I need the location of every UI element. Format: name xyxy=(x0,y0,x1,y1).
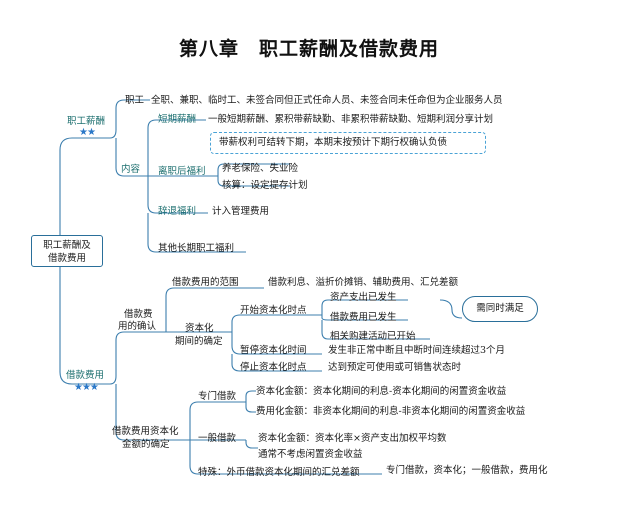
node-amount-line2: 金额的确定 xyxy=(122,439,170,450)
stop-desc: 达到预定可使用或可销售状态时 xyxy=(328,362,462,373)
connector-content-spine xyxy=(147,119,206,176)
node-short-term: 短期薪酬 xyxy=(158,114,197,125)
node-general: 一般借款 xyxy=(198,433,237,444)
connector-borrowing-confirm xyxy=(109,331,166,385)
start-item-2: 借款费用已发生 xyxy=(330,312,397,323)
node-special: 专门借款 xyxy=(198,391,237,402)
connector-salary-content xyxy=(115,138,148,177)
star-rating-borrowing: ★★★ xyxy=(74,382,99,393)
scope-desc: 借款利息、溢折价摊销、辅助费用、汇兑差额 xyxy=(268,277,459,288)
special-desc-2: 费用化金额：非资本化期间的利息-非资本化期间的闲置资金收益 xyxy=(256,406,526,417)
node-scope: 借款费用的范围 xyxy=(172,277,239,288)
node-salary: 职工薪酬 xyxy=(67,116,106,127)
dismiss-desc: 计入管理费用 xyxy=(212,206,270,217)
connector-amount-special xyxy=(189,401,246,440)
connector-post-items xyxy=(217,163,290,187)
root-label-line1: 职工薪酬及 xyxy=(43,240,91,251)
star-rating-salary: ★★ xyxy=(79,127,96,138)
node-fx: 特殊：外币借款资本化期间的汇兑差额 xyxy=(198,467,360,478)
start-item-3: 相关购建活动已开始 xyxy=(330,331,416,342)
connector-salary-children xyxy=(109,99,150,139)
node-employee: 职工 xyxy=(125,95,145,106)
connector-start-note xyxy=(439,299,463,319)
connector-root-salary xyxy=(59,137,110,235)
connector-period-pause xyxy=(231,332,322,355)
connector-confirm-scope xyxy=(165,287,264,332)
general-desc-1: 资本化金额：资本化率×资产支出加权平均数 xyxy=(258,433,447,444)
node-cap-period-line2: 期间的确定 xyxy=(175,336,223,347)
connector-period-start xyxy=(231,314,322,332)
connector-period-stop xyxy=(231,354,322,372)
node-borrowing: 借款费用 xyxy=(66,370,105,381)
post-desc-2: 核算：设定提存计划 xyxy=(222,180,308,191)
node-confirm-line1: 借款费 xyxy=(124,309,153,320)
connector-general-items xyxy=(245,440,258,449)
node-stop: 停止资本化时点 xyxy=(240,362,307,373)
connector-start-items xyxy=(321,299,430,340)
root-node: 职工薪酬及 借款费用 xyxy=(31,235,103,267)
node-other-long-term: 其他长期职工福利 xyxy=(158,243,235,254)
node-pause: 暂停资本化时间 xyxy=(240,345,307,356)
start-note: 需同时满足 xyxy=(462,296,538,322)
page-title: 第八章 职工薪酬及借款费用 xyxy=(178,38,439,60)
connector-root-borrowing xyxy=(59,267,110,385)
post-desc-1: 养老保险、失业险 xyxy=(222,163,299,174)
connector-borrowing-amount xyxy=(115,384,190,441)
employee-desc: 全职、兼职、临时工、未签合同但正式任命人员、未签合同未任命但为企业服务人员 xyxy=(151,95,503,106)
general-desc-2: 通常不考虑闲置资金收益 xyxy=(258,449,363,460)
node-amount-line1: 借款费用资本化 xyxy=(112,426,179,437)
node-post-employment: 离职后福利 xyxy=(158,166,206,177)
short-term-desc: 一般短期薪酬、累积带薪缺勤、非累积带薪缺勤、短期利润分享计划 xyxy=(208,114,494,125)
node-confirm-line2: 用的确认 xyxy=(118,321,157,332)
connector-special-items xyxy=(245,390,256,413)
node-content: 内容 xyxy=(121,164,141,175)
connector-amount-fx xyxy=(189,440,382,475)
root-label-line2: 借款费用 xyxy=(47,253,86,264)
connector-content-dismiss xyxy=(147,176,208,214)
short-term-note: 带薪权利可结转下期，本期末按预计下期行权确认负债 xyxy=(219,137,448,148)
node-cap-period-line1: 资本化 xyxy=(185,323,214,334)
node-start: 开始资本化时点 xyxy=(240,305,307,316)
special-desc-1: 资本化金额：资本化期间的利息-资本化期间的闲置资金收益 xyxy=(256,386,507,397)
fx-note: 专门借款，资本化；一般借款，费用化 xyxy=(386,465,548,476)
connector-content-other xyxy=(147,213,246,253)
short-term-note-box: 带薪权利可结转下期，本期末按预计下期行权确认负债 xyxy=(210,132,486,154)
node-dismissal: 辞退福利 xyxy=(158,206,197,217)
pause-desc: 发生非正常中断且中断时间连续超过3个月 xyxy=(328,345,506,356)
start-item-1: 资产支出已发生 xyxy=(330,292,397,303)
